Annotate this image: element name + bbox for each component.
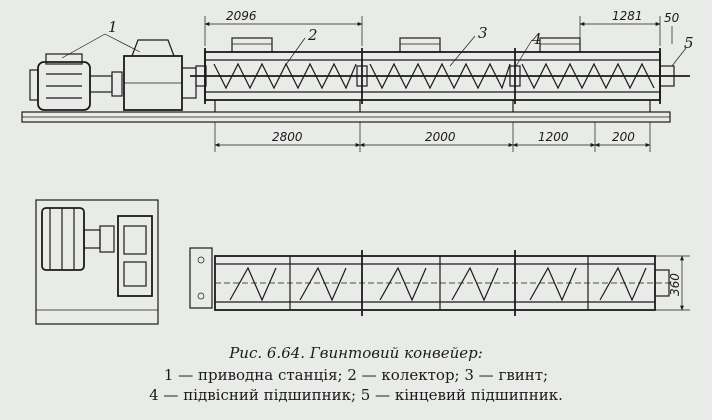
plan-view: 360 (35, 199, 690, 325)
dim-1281: 1281 (612, 9, 643, 23)
screw-conveyor-drawing: 1 2 3 4 5 2096 1281 50 2800 2000 1200 20… (21, 9, 694, 325)
dim-2800: 2800 (272, 130, 303, 144)
dim-200: 200 (612, 130, 635, 144)
elevation-view: 1 2 3 4 5 2096 1281 50 2800 2000 1200 20… (21, 9, 694, 152)
dim-1200: 1200 (538, 130, 569, 144)
label-4: 4 (531, 30, 542, 48)
figure-caption-line-2: 4 — підвісний підшипник; 5 — кінцевий пі… (149, 386, 563, 404)
figure-caption-title: Рис. 6.64. Гвинтовий конвейер: (229, 344, 483, 362)
drive-motor (29, 53, 113, 111)
label-2: 2 (307, 26, 318, 44)
end-bearing (659, 65, 675, 87)
label-1: 1 (108, 18, 118, 36)
inlet-ports (231, 37, 581, 53)
dim-2096: 2096 (226, 9, 257, 23)
hanger-bearing (356, 65, 368, 87)
drive-gearbox (123, 39, 197, 111)
dim-50: 50 (664, 11, 680, 25)
dim-360: 360 (668, 273, 682, 296)
dim-2000: 2000 (425, 130, 456, 144)
label-5: 5 (684, 34, 694, 52)
figure-caption-line-1: 1 — приводна станція; 2 — колектор; 3 — … (163, 366, 549, 384)
label-3: 3 (478, 24, 488, 42)
